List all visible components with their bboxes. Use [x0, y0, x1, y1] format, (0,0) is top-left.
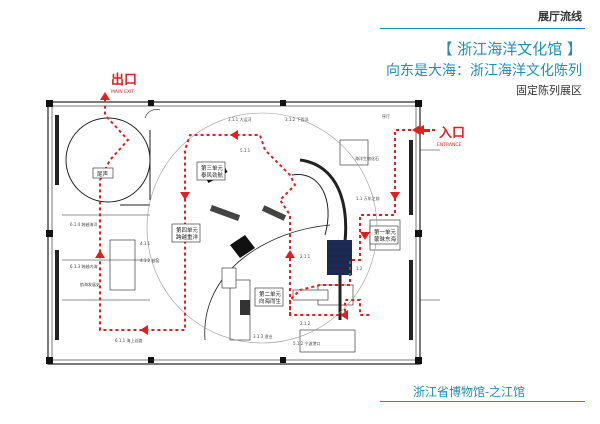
label-511: 5.1.1 [240, 148, 251, 153]
entrance-arrow-icon [412, 125, 430, 135]
label-211: 2.1.1 [300, 254, 311, 259]
stair-hatch [328, 243, 352, 269]
exit-label: 出口 [111, 72, 137, 88]
label-312: 3.1.2 下西洋 [285, 116, 308, 122]
door-arc [144, 109, 161, 119]
unit3-label: 第三单元 [201, 164, 224, 172]
label-12: 1.2 [356, 266, 363, 271]
display-cases [204, 165, 352, 315]
tail-label: 尾声 [97, 170, 109, 178]
side-walls [55, 115, 413, 340]
label-512: 5.1.2 宁波港口 [293, 340, 320, 346]
label-412: 4.1.2 越窑 [140, 257, 159, 263]
hall-title: 【 浙江海洋文化馆 】 [437, 40, 582, 58]
label-614: 6.1.4 跨越海洋 [70, 221, 97, 227]
label-613: 6.1.3 跨越内海 [70, 263, 97, 269]
route-arrows [95, 92, 424, 335]
museum-footer: 浙江省博物馆-之江馆 [413, 385, 526, 399]
entrance-label: 入口 [439, 126, 465, 141]
unit-boxes: 第三单元 泰风劲航 第四单元 跨越重洋 第一单元 蒙昧东海 第二单元 向海而生 … [92, 161, 399, 307]
footer-divider [380, 401, 585, 402]
label-entrance-hall: 序厅 [382, 113, 390, 119]
label-fossil: 海洋生物化石 [355, 155, 379, 161]
entrance-sublabel: ENTRANCE [437, 142, 461, 148]
label-313: 3.1.3 渔业 [253, 333, 272, 339]
exit-sublabel: MAIN EXIT [111, 89, 134, 95]
unit3-name: 泰风劲航 [201, 171, 224, 179]
label-311: 3.1.1 大运河 [228, 116, 251, 122]
label-11: 1.1 万年之前 [356, 195, 380, 201]
label-611: 6.1.1 海上丝路 [115, 337, 142, 343]
unit2-label: 第二单元 [259, 290, 282, 298]
section-title: 展厅流线 [538, 10, 582, 23]
columns [46, 100, 422, 364]
label-411: 4.1.1 [140, 241, 151, 246]
label-sailing: 航海发展史 [80, 281, 100, 287]
label-212: 2.1.2 [300, 321, 311, 326]
unit2-name: 向海而生 [259, 297, 282, 305]
unit4-name: 跨越重洋 [176, 233, 199, 241]
unit4-label: 第四单元 [176, 226, 199, 234]
header-divider [380, 28, 585, 29]
small-annotations: 序厅 3.1.2 下西洋 3.1.1 大运河 5.1.1 6.1.4 跨越海洋 … [70, 113, 390, 346]
exhibition-subtitle: 向东是大海：浙江海洋文化陈列 [386, 63, 582, 79]
unit1-name: 蒙昧东海 [374, 235, 397, 243]
visitor-route [99, 92, 435, 331]
unit1-label: 第一单元 [374, 228, 397, 236]
zone-label: 固定陈列展区 [516, 84, 582, 97]
